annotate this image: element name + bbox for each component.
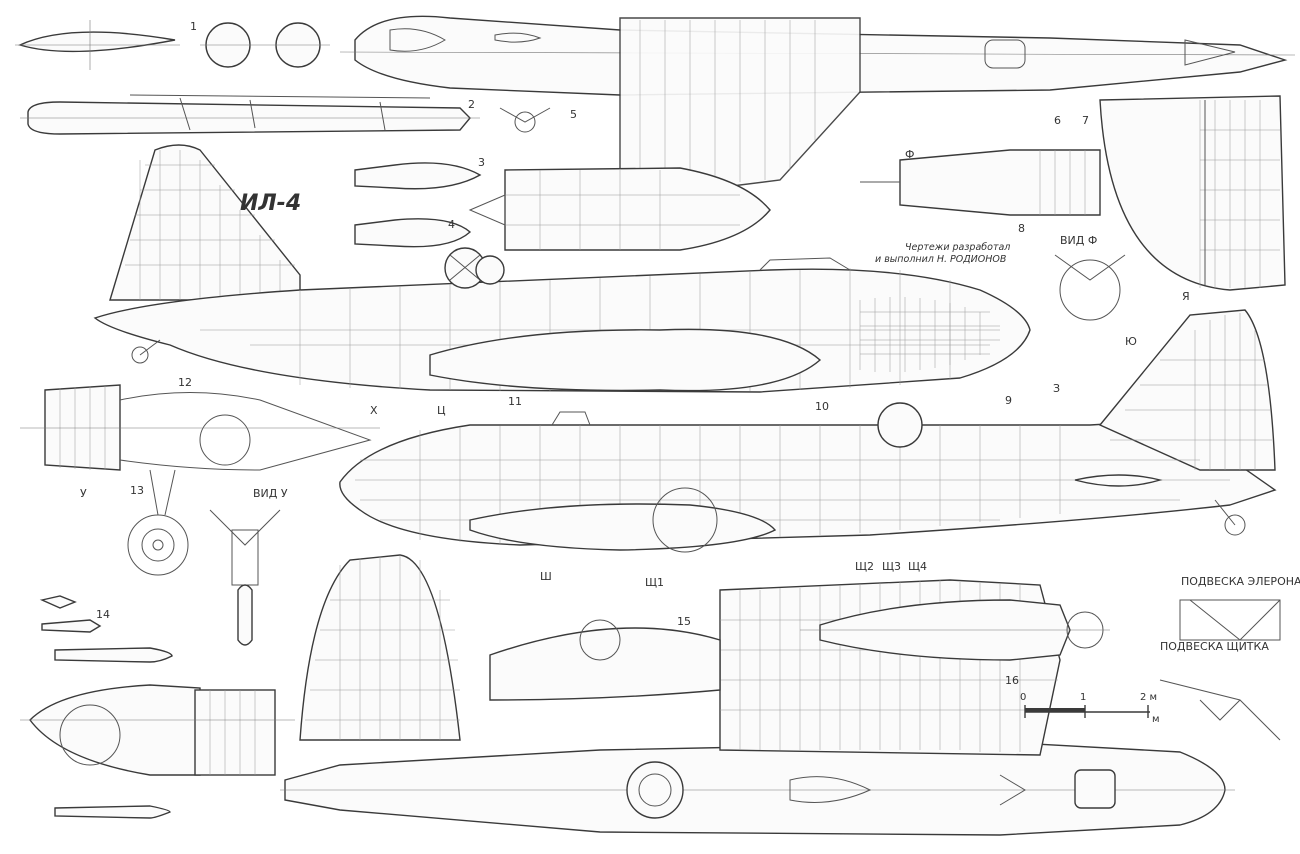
gear-view-u: ВИД У [209,487,288,646]
detail-parts-3-4 [354,162,482,248]
callout: 10 [815,400,829,413]
detail-parts-14 [39,595,173,819]
callout: 3 [478,156,485,169]
callout: 11 [508,395,522,408]
planform-lower [280,554,1235,836]
scale-unit: м [1152,714,1160,725]
station-label: Ю [1125,335,1137,348]
hinge-details: ПОДВЕСКА ЭЛЕРОНА ПОДВЕСКА ЩИТКА [1159,575,1300,741]
fuselage-top-upper [339,15,1296,291]
callout: 5 [570,108,577,121]
station-label: Х [370,404,378,417]
torpedo-profile [20,94,551,135]
station-label: Ф [905,148,914,161]
side-view-lower [339,309,1277,553]
callout: 7 [1082,114,1089,127]
view-f-label: ВИД Ф [1060,234,1097,247]
callout: 2 [468,98,475,111]
callout: 14 [96,608,110,621]
callout: 12 [178,376,192,389]
station-label: Я [1182,290,1190,303]
scale-two: 2 м [1140,692,1157,703]
station-label: Щ3 [882,560,901,573]
credit-line-2: и выполнил Н. РОДИОНОВ [875,254,1006,265]
station-label: Щ2 [855,560,874,573]
station-label: Щ4 [908,560,927,573]
aileron-hinge-label: ПОДВЕСКА ЭЛЕРОНА [1181,575,1300,588]
station-label: Ш [540,570,552,583]
drop-tank-profile [15,20,330,70]
nose-detail [468,167,771,251]
callout: 16 [1005,674,1019,687]
station-label: Щ1 [645,576,664,589]
flap-hinge-label: ПОДВЕСКА ЩИТКА [1160,640,1269,653]
callouts: 1 2 3 4 5 6 7 8 9 10 11 12 13 14 15 16 [96,20,1089,687]
station-label: У [80,487,87,500]
scale-one: 1 [1080,692,1086,703]
scale-zero: 0 [1020,692,1026,703]
view-u-label: ВИД У [253,487,288,500]
callout: 9 [1005,394,1012,407]
engine-nacelle-lower [20,684,295,776]
station-label: З [1053,382,1060,395]
engine-view-f [860,149,1126,321]
side-view-upper: ИЛ-4 Чертежи разработал и выполнил Н. РО… [93,144,1097,393]
credit-line-1: Чертежи разработал [905,242,1010,253]
scale-bar: 0 1 2 м м [1020,692,1160,725]
engine-side-left [20,384,380,576]
callout: 6 [1054,114,1061,127]
callout: 13 [130,484,144,497]
station-labels: Х Ц Щ1 Щ2 Щ3 Щ4 З Ю Я Ф У Ш [80,148,1190,589]
callout: 15 [677,615,691,628]
station-label: Ц [437,404,446,417]
aircraft-title: ИЛ-4 [240,191,301,216]
callout: 8 [1018,222,1025,235]
callout: 1 [190,20,197,33]
callout: 4 [448,218,455,231]
